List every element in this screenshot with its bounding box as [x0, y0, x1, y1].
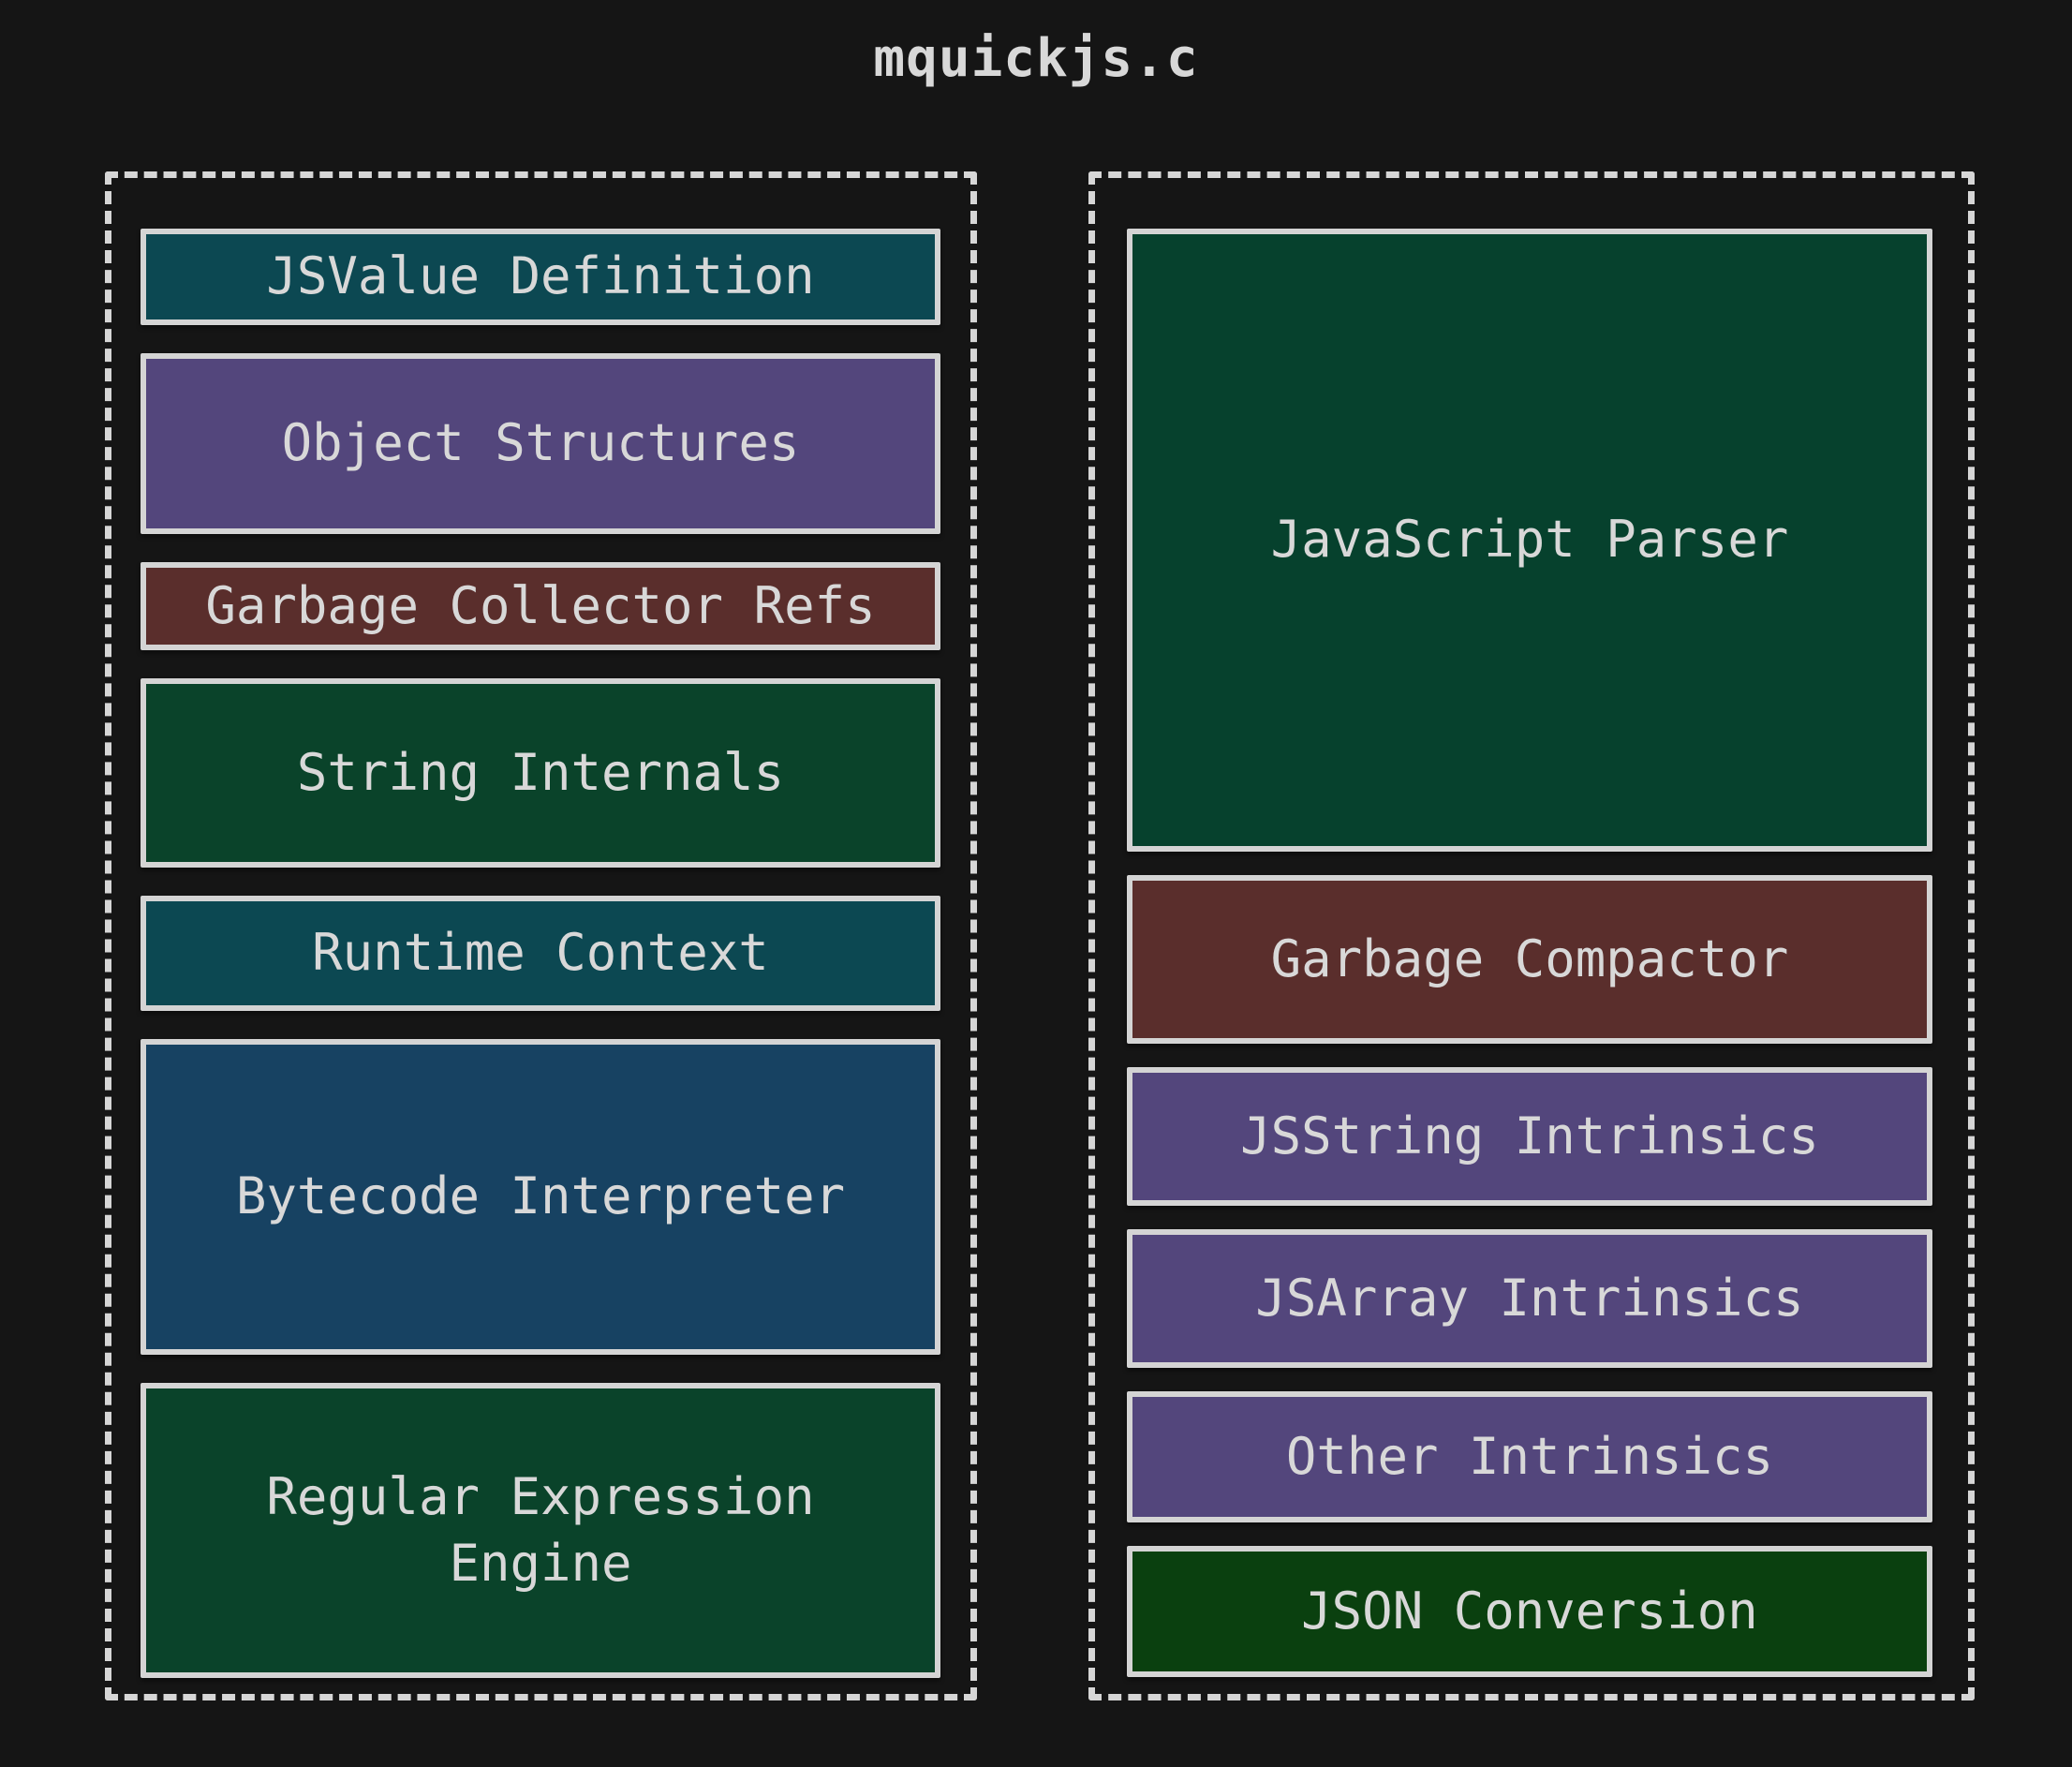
block-label: Bytecode Interpreter	[235, 1166, 846, 1226]
block-label: JavaScript Parser	[1270, 510, 1789, 570]
block-label: Runtime Context	[312, 923, 769, 983]
block-label: Other Intrinsics	[1285, 1426, 1774, 1486]
diagram-title: mquickjs.c	[873, 28, 1199, 89]
block-javascript-parser: JavaScript Parser	[1127, 229, 1932, 852]
block-jsvalue-definition: JSValue Definition	[141, 229, 940, 325]
block-bytecode-interpreter: Bytecode Interpreter	[141, 1039, 940, 1355]
block-garbage-compactor: Garbage Compactor	[1127, 875, 1932, 1044]
block-garbage-collector-refs: Garbage Collector Refs	[141, 562, 940, 650]
block-other-intrinsics: Other Intrinsics	[1127, 1391, 1932, 1522]
block-string-internals: String Internals	[141, 678, 940, 868]
right-module-group: JavaScript Parser Garbage Compactor JSSt…	[1088, 171, 1975, 1700]
block-label: Regular Expression Engine	[266, 1467, 815, 1593]
block-jsstring-intrinsics: JSString Intrinsics	[1127, 1067, 1932, 1206]
block-jsarray-intrinsics: JSArray Intrinsics	[1127, 1229, 1932, 1368]
block-label: Garbage Compactor	[1270, 928, 1789, 988]
left-module-group: JSValue Definition Object Structures Gar…	[105, 171, 977, 1700]
block-label: JSString Intrinsics	[1240, 1106, 1819, 1166]
block-label: Garbage Collector Refs	[205, 575, 876, 635]
block-label: JSON Conversion	[1301, 1581, 1758, 1641]
block-label: JSArray Intrinsics	[1255, 1268, 1804, 1328]
block-label: JSValue Definition	[266, 246, 815, 306]
block-runtime-context: Runtime Context	[141, 896, 940, 1011]
block-regular-expression-engine: Regular Expression Engine	[141, 1383, 940, 1678]
block-label: Object Structures	[281, 413, 800, 473]
block-object-structures: Object Structures	[141, 353, 940, 534]
block-json-conversion: JSON Conversion	[1127, 1546, 1932, 1677]
block-label: String Internals	[296, 742, 785, 802]
